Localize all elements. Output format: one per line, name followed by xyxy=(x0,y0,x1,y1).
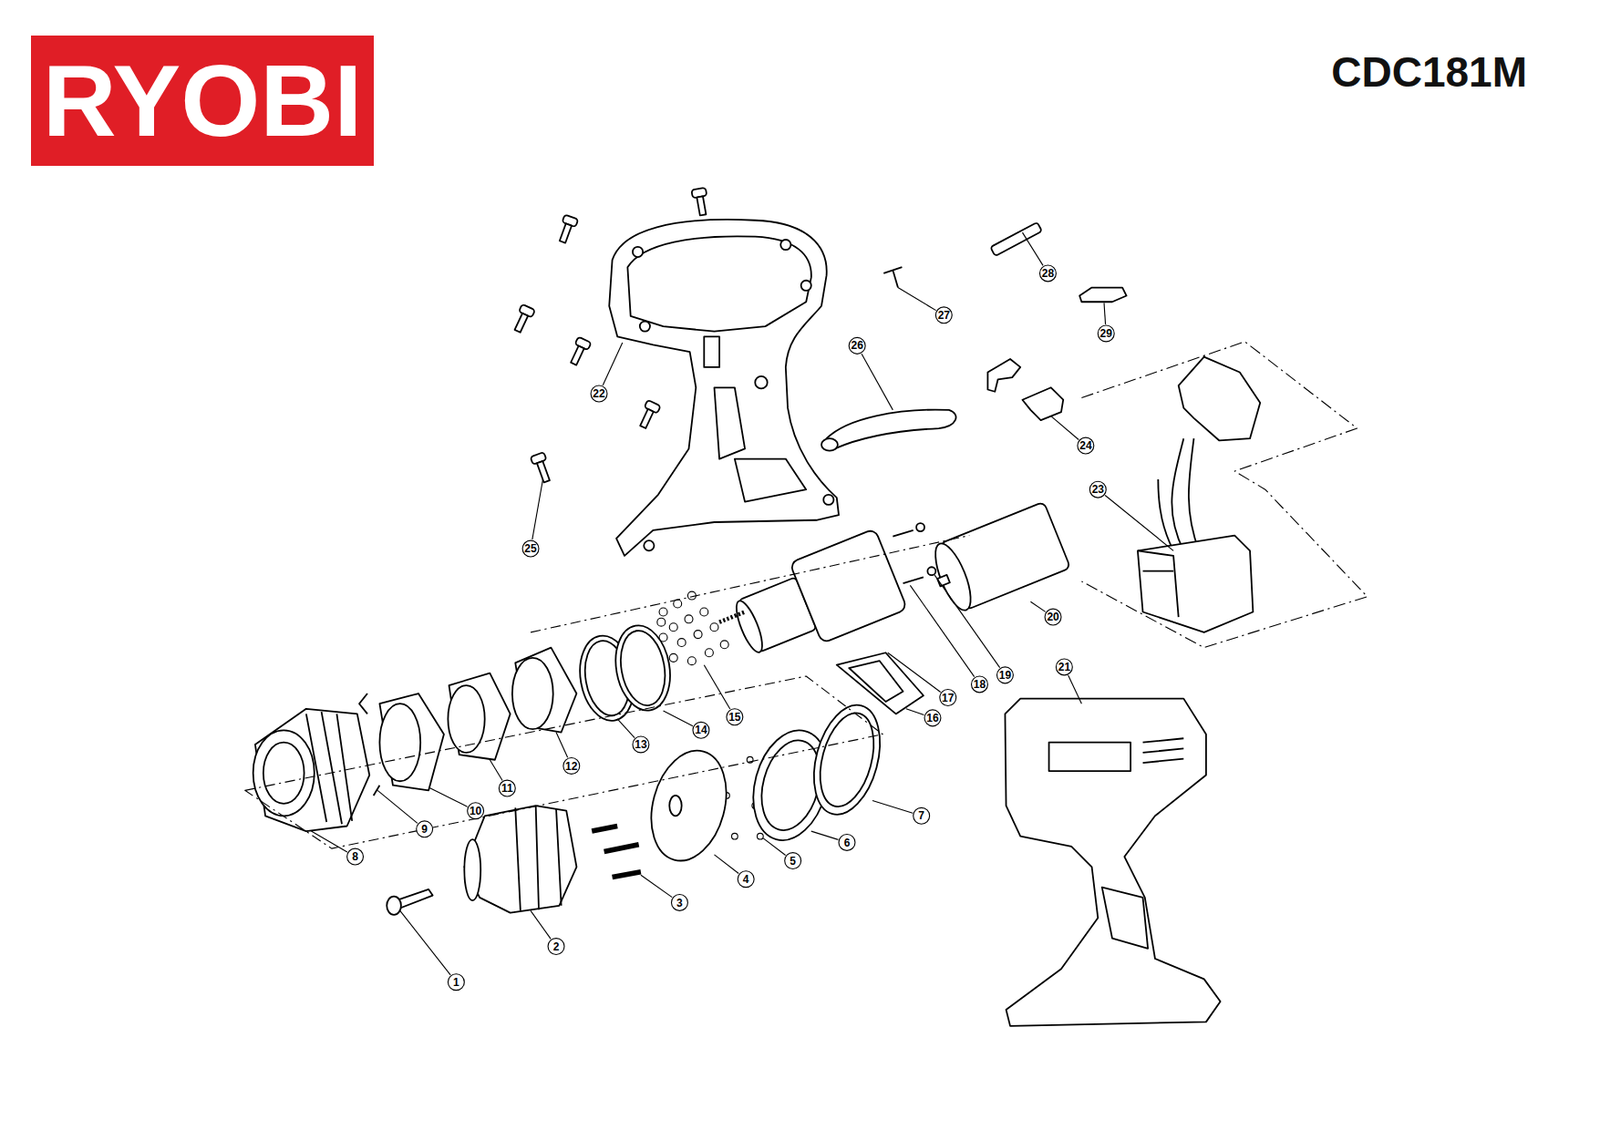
leader-line xyxy=(909,585,974,677)
callout-circle xyxy=(838,834,856,851)
leader-line xyxy=(872,801,913,815)
callout-number: 18 xyxy=(973,678,986,692)
leader-line xyxy=(1068,675,1083,704)
callout-circle xyxy=(692,722,710,739)
leader-line xyxy=(1104,495,1174,552)
callout-number: 15 xyxy=(728,711,741,724)
callout-circle xyxy=(632,736,650,754)
callout-number: 9 xyxy=(421,823,428,837)
callout-circle xyxy=(522,540,539,558)
callout-circle xyxy=(913,807,930,825)
leader-line xyxy=(602,342,623,386)
leader-line xyxy=(1051,416,1079,441)
leader-line xyxy=(310,831,347,853)
callout-circle xyxy=(498,780,516,797)
callout-circle xyxy=(1039,265,1056,282)
leader-line xyxy=(906,709,925,716)
callout-number: 25 xyxy=(524,542,537,556)
leader-line xyxy=(898,288,937,311)
leader-line xyxy=(400,910,451,975)
callout-circle xyxy=(347,848,364,866)
leader-line xyxy=(663,711,693,727)
callout-circle xyxy=(1055,659,1073,676)
leader-line xyxy=(934,575,1000,668)
callout-number: 8 xyxy=(351,850,359,864)
callout-circle xyxy=(1044,609,1062,626)
callout-number: 17 xyxy=(941,691,954,705)
leader-line xyxy=(532,479,544,540)
callout-circle xyxy=(670,894,688,911)
callout-number: 20 xyxy=(1046,610,1059,624)
callout-circle xyxy=(939,690,957,707)
callout-circle xyxy=(416,821,434,838)
leader-line xyxy=(1021,232,1043,266)
callout-number: 27 xyxy=(938,309,950,322)
callout-circle xyxy=(1077,437,1095,455)
leader-line xyxy=(1104,302,1106,325)
callout-circle xyxy=(737,871,754,888)
callout-number: 28 xyxy=(1042,267,1054,280)
callout-number: 14 xyxy=(694,723,707,737)
leader-line xyxy=(530,910,551,940)
leader-line xyxy=(703,665,730,710)
callout-number: 7 xyxy=(918,809,925,823)
leader-line xyxy=(811,831,839,840)
leader-line xyxy=(377,790,418,824)
leader-line xyxy=(640,875,672,898)
callout-number: 24 xyxy=(1079,439,1092,453)
callout-circle xyxy=(924,710,941,727)
callout-circle xyxy=(726,709,744,726)
callout-number: 1 xyxy=(453,976,460,990)
callout-circle xyxy=(848,337,866,354)
callout-circle xyxy=(784,853,802,870)
callout-number: 21 xyxy=(1058,660,1071,674)
callout-number: 11 xyxy=(501,782,514,795)
leader-line xyxy=(617,719,635,739)
leader-line xyxy=(887,652,941,692)
callout-number: 26 xyxy=(850,339,863,352)
callout-circle xyxy=(447,974,465,991)
callout-circle xyxy=(467,803,485,820)
leader-line xyxy=(489,760,503,782)
leader-line xyxy=(763,838,785,857)
callout-circle xyxy=(935,307,952,324)
callout-number: 22 xyxy=(592,387,605,401)
leader-line xyxy=(861,353,893,411)
callout-number: 2 xyxy=(553,940,560,954)
callout-number: 10 xyxy=(469,805,482,818)
callout-number: 4 xyxy=(743,873,750,887)
callout-number: 5 xyxy=(789,855,796,868)
callout-circle xyxy=(563,758,580,775)
callout-number: 3 xyxy=(676,897,683,910)
callout-circle xyxy=(1089,481,1106,498)
leader-line xyxy=(1030,601,1045,612)
logo-text: RYOBI xyxy=(42,50,363,153)
callout-number: 13 xyxy=(634,738,647,752)
callout-circle xyxy=(1097,325,1115,342)
callout-circle xyxy=(590,385,608,403)
callout-number: 16 xyxy=(926,712,939,725)
callout-circle xyxy=(971,676,989,693)
callout-number: 23 xyxy=(1092,483,1105,496)
callout-circle xyxy=(996,667,1013,684)
callout-number: 6 xyxy=(844,836,851,850)
model-title: CDC181M xyxy=(1331,51,1528,93)
callout-number: 19 xyxy=(999,669,1012,682)
callout-number: 29 xyxy=(1100,327,1113,341)
callout-circle xyxy=(547,939,565,956)
leader-line xyxy=(713,855,739,875)
leader-line xyxy=(428,787,467,807)
callout-number: 12 xyxy=(565,760,578,774)
brand-logo: RYOBI xyxy=(30,35,374,166)
leader-line xyxy=(556,732,568,759)
